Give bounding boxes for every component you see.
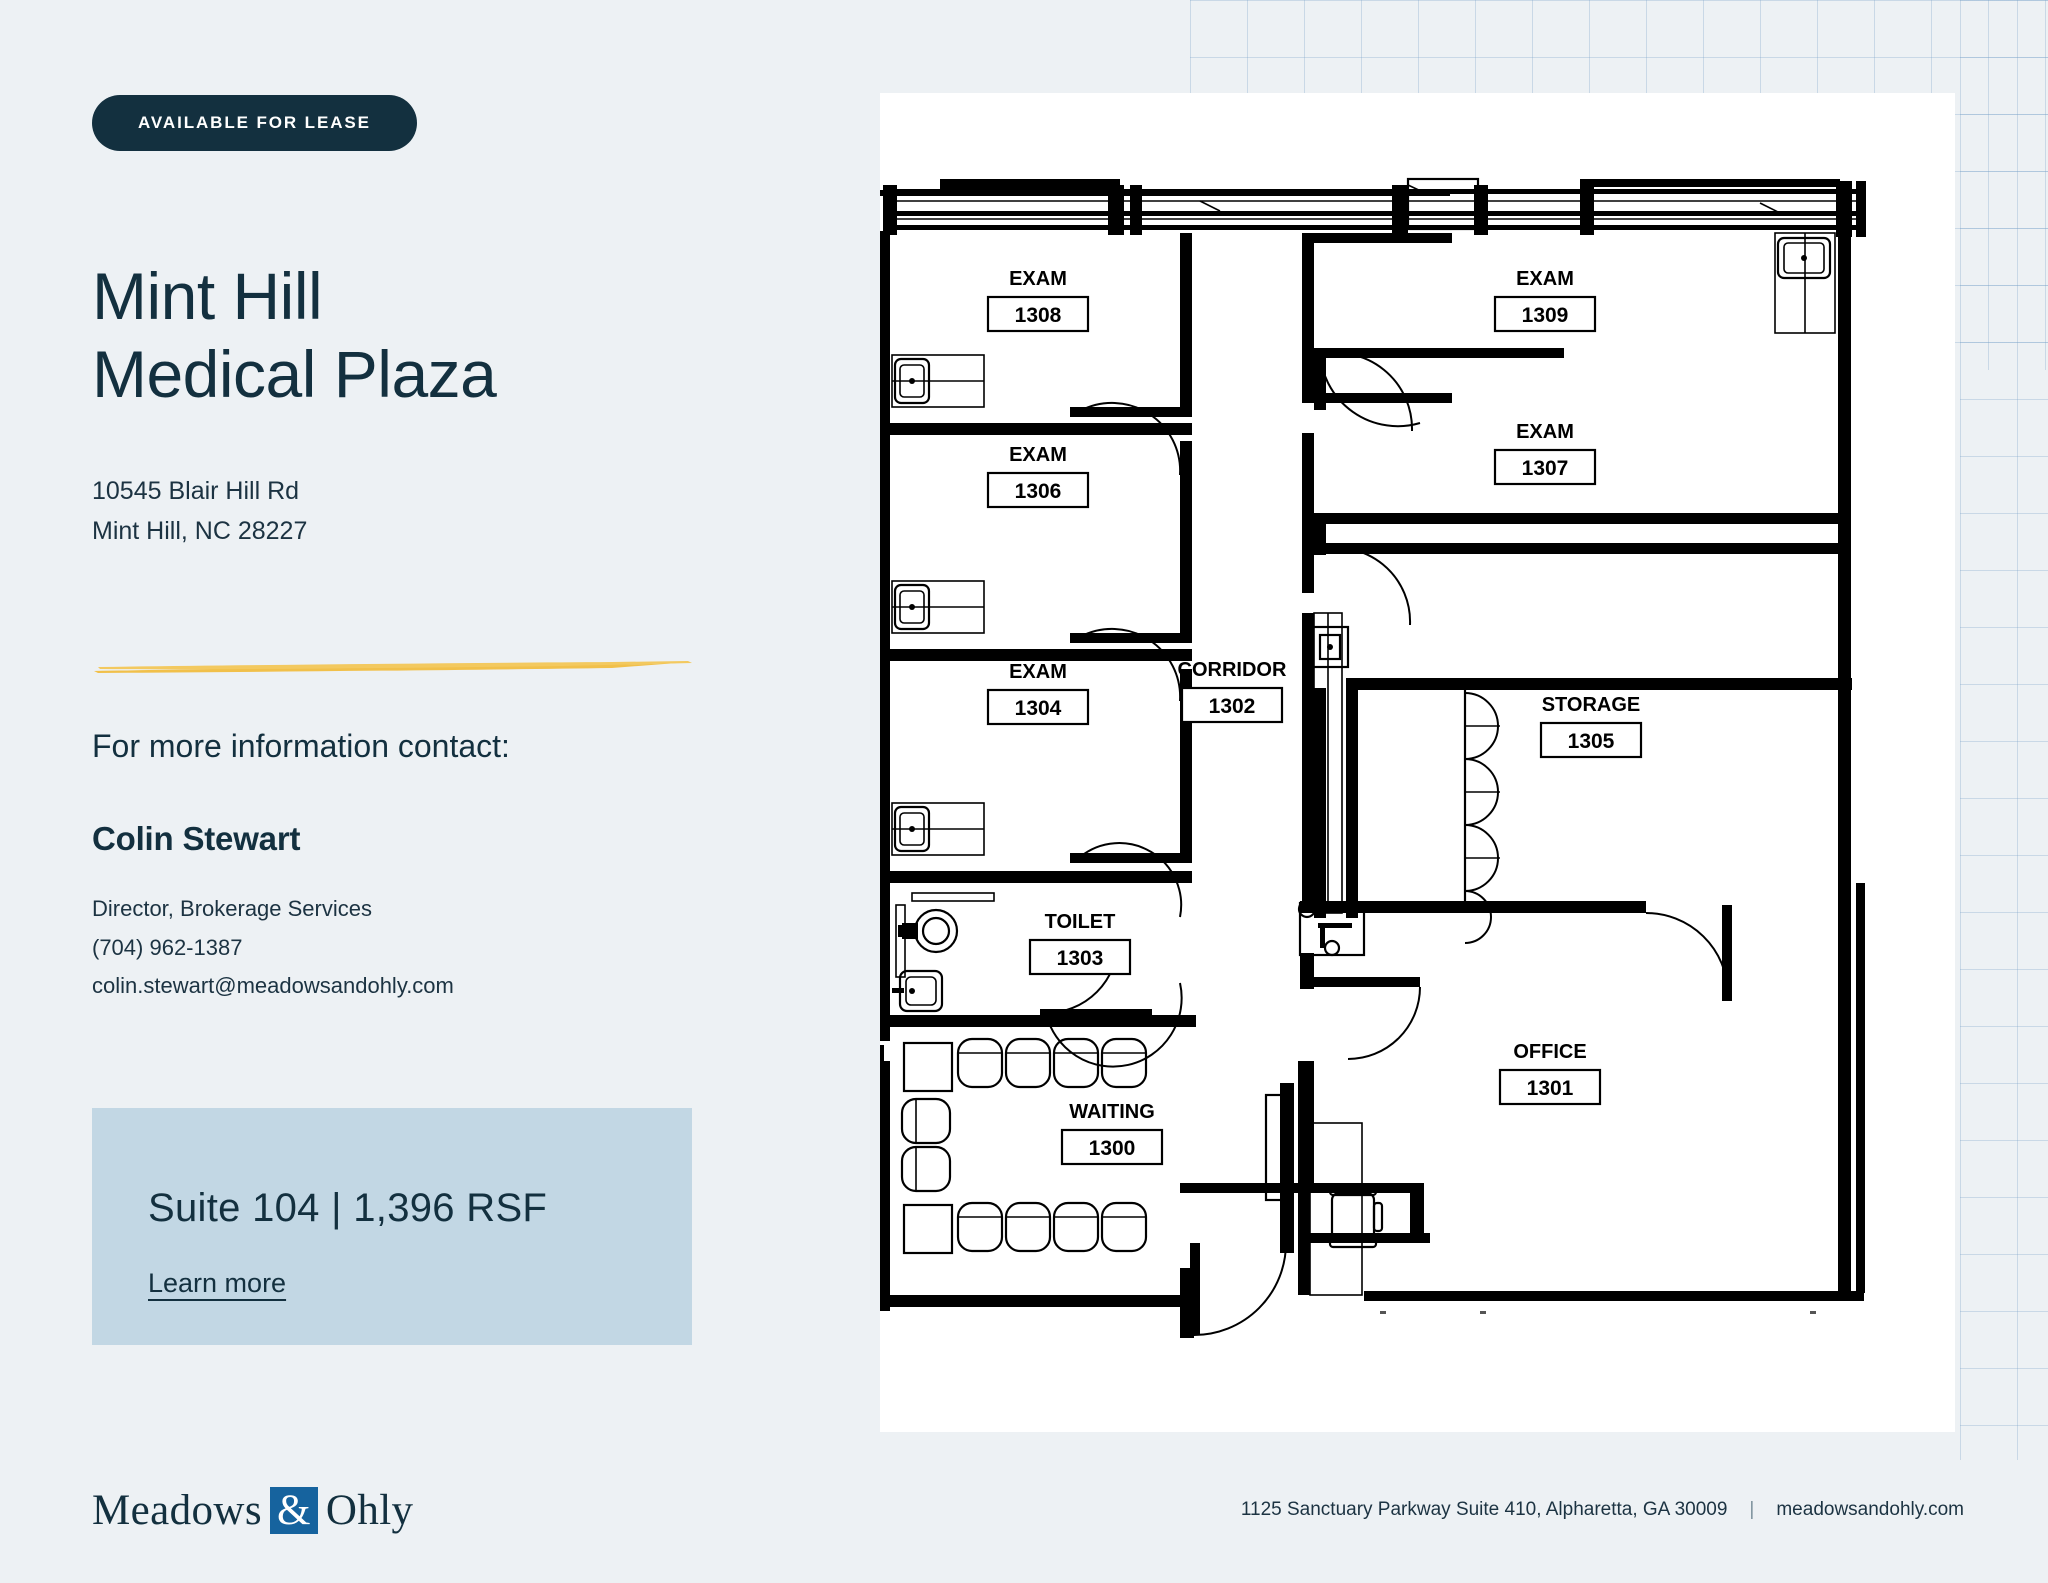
logo-ampersand-badge: & (270, 1486, 318, 1535)
toilet-fixtures-1303 (892, 892, 995, 1013)
room-name: EXAM (1516, 268, 1574, 290)
room-number: 1305 (1568, 730, 1615, 753)
address-line-2: Mint Hill, NC 28227 (92, 516, 308, 545)
room-label-storage-1305: STORAGE 1305 (1539, 694, 1643, 759)
room-number: 1309 (1522, 304, 1569, 327)
room-label-exam-1306: EXAM 1306 (986, 444, 1090, 509)
exterior-wall-right (1838, 231, 1851, 991)
contact-phone[interactable]: (704) 962-1387 (92, 934, 243, 960)
plumbing-fixture-chase (1297, 899, 1366, 957)
background-grid-pattern-right (1960, 0, 2048, 1460)
room-name: STORAGE (1542, 694, 1641, 716)
room-number: 1306 (1015, 480, 1062, 503)
room-number: 1304 (1015, 697, 1062, 720)
contact-details: Director, Brokerage Services (704) 962-1… (92, 890, 454, 1006)
address-line-1: 10545 Blair Hill Rd (92, 477, 300, 505)
footer-website[interactable]: meadowsandohly.com (1776, 1499, 1964, 1520)
door-swings (1040, 348, 1732, 1336)
room-name: TOILET (1045, 911, 1116, 933)
room-number: 1302 (1209, 695, 1256, 718)
room-name: OFFICE (1513, 1041, 1586, 1063)
storage-closet-doors (1464, 692, 1500, 944)
logo-word-ohly: Ohly (325, 1487, 414, 1534)
suite-summary-card: Suite 104 | 1,396 RSF Learn more (92, 1108, 692, 1345)
room-name: CORRIDOR (1178, 659, 1287, 681)
room-label-waiting-1300: WAITING 1300 (1060, 1101, 1164, 1166)
dimension-ticks (1380, 1311, 1816, 1314)
availability-badge-label: AVAILABLE FOR LEASE (138, 113, 371, 132)
footer-contact-bar: 1125 Sanctuary Parkway Suite 410, Alphar… (1241, 1499, 1964, 1521)
waiting-room-seating (900, 1037, 1148, 1255)
room-label-toilet-1303: TOILET 1303 (1028, 911, 1132, 976)
contact-job-title: Director, Brokerage Services (92, 896, 372, 921)
room-label-exam-1307: EXAM 1307 (1493, 421, 1597, 486)
contact-name: Colin Stewart (92, 820, 301, 857)
room-number: 1308 (1015, 304, 1062, 327)
room-label-office-1301: OFFICE 1301 (1498, 1041, 1602, 1106)
property-title-line-1: Mint Hill (92, 259, 323, 333)
room-number: 1303 (1057, 947, 1104, 970)
casework-exam-1306 (891, 580, 985, 634)
contact-heading: For more information contact: (92, 728, 510, 764)
suite-summary-label: Suite 104 | 1,396 RSF (148, 1186, 548, 1230)
casework-exam-1309 (1774, 232, 1836, 334)
room-name: EXAM (1009, 444, 1067, 466)
room-label-exam-1309: EXAM 1309 (1493, 268, 1597, 333)
office-furniture (1309, 1122, 1384, 1296)
property-address: 10545 Blair Hill Rd Mint Hill, NC 28227 (92, 472, 307, 551)
left-info-column: AVAILABLE FOR LEASE Mint Hill Medical Pl… (0, 0, 880, 1583)
room-label-exam-1304: EXAM 1304 (986, 661, 1090, 726)
room-label-exam-1308: EXAM 1308 (986, 268, 1090, 333)
page-title: Mint Hill Medical Plaza (92, 258, 792, 414)
room-number: 1300 (1089, 1137, 1136, 1160)
availability-badge: AVAILABLE FOR LEASE (92, 95, 417, 151)
property-title-line-2: Medical Plaza (92, 336, 497, 411)
top-curtain-wall (880, 177, 1866, 237)
contact-email[interactable]: colin.stewart@meadowsandohly.com (92, 973, 454, 998)
room-name: EXAM (1009, 661, 1067, 683)
floorplan-drawing: EXAM 1308 EXAM 1309 EXAM 1306 EXAM 1307 … (880, 177, 1866, 1338)
casework-exam-1308 (891, 354, 985, 408)
room-label-corridor-1302: CORRIDOR 1302 (1178, 659, 1287, 724)
floorplan-card: EXAM 1308 EXAM 1309 EXAM 1306 EXAM 1307 … (880, 93, 1955, 1432)
exterior-wall-bottom (880, 1295, 1198, 1307)
learn-more-link[interactable]: Learn more (148, 1268, 287, 1298)
room-number: 1301 (1527, 1077, 1574, 1100)
logo-word-meadows: Meadows (92, 1487, 262, 1534)
company-logo: Meadows & Ohly (92, 1486, 413, 1535)
casework-exam-1304 (891, 802, 985, 856)
room-number: 1307 (1522, 457, 1569, 480)
exterior-wall-left (880, 231, 890, 1011)
room-name: WAITING (1069, 1101, 1155, 1123)
footer-address: 1125 Sanctuary Parkway Suite 410, Alphar… (1240, 1499, 1728, 1520)
room-name: EXAM (1009, 268, 1067, 290)
yellow-brush-divider (92, 660, 694, 674)
room-name: EXAM (1516, 421, 1574, 443)
footer-separator: | (1749, 1499, 1755, 1520)
